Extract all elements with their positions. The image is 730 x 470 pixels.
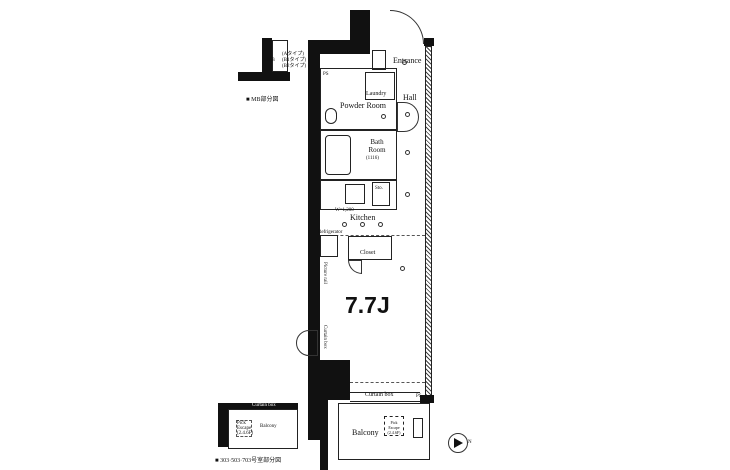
inset-balcony-label: Balcony [260,424,277,429]
closet-door [348,260,362,274]
inset-caption: ■ 303·503·703号室部分図 [215,458,282,464]
inset-wall [218,403,298,409]
kitchen-width: W=1,200 [335,208,354,213]
column [350,10,370,54]
ceiling-line [320,235,425,236]
outdoor-unit [413,418,423,438]
light-icon [405,150,410,155]
bath-room-label: Bath Room [368,138,386,154]
refrigerator-label: Refrigerator [318,230,343,235]
bath-size: (1116) [366,156,379,161]
balcony [338,403,430,460]
entrance-door [390,10,424,44]
light-icon [342,222,347,227]
laundry-label: Laundry [366,91,387,97]
hall-door [397,102,419,132]
storage-label: Sto. [375,186,383,191]
light-icon [402,60,407,65]
balcony-label: Balcony [352,428,379,437]
refrigerator-space [320,235,338,257]
entrance-label: Entrance [393,56,422,65]
kitchen-label: Kitchen [350,213,376,222]
mb-caption: ■ MB部分図 [246,97,279,103]
ps-label: PS [416,394,422,399]
bath-room [320,130,397,180]
column [308,360,350,400]
light-icon [378,222,383,227]
wall-stub [424,38,434,46]
kitchen-counter [320,180,397,210]
inset-escape-hatch: Pick Escape (2.4.6F) [236,420,254,437]
window-door [296,330,318,356]
closet [348,236,392,260]
compass-label: N [468,440,472,445]
bathtub [325,135,351,175]
hall-label: Hall [403,93,417,102]
storage [372,182,390,206]
escape-hatch: Pick Escape (2.4.6F) [384,416,404,436]
mb-type: (B1タイプ) [282,58,307,63]
inset-wall [218,403,228,447]
light-icon [400,266,405,271]
shoe-box [372,50,386,70]
light-icon [405,192,410,197]
mb-wall [238,72,290,81]
ps-label: PS [323,72,329,77]
mb-type: (Aタイプ) [282,52,304,57]
closet-label: Closet [360,250,376,256]
toilet [325,108,337,124]
mb-wall [262,38,272,80]
picture-rail-label: Picture rail [322,262,327,285]
ceiling-line [350,382,425,383]
right-wall [425,46,432,396]
mb-box [272,40,288,72]
inset-balcony [228,409,298,449]
powder-room-label: Powder Room [340,101,386,110]
mb-label: MB [267,58,275,63]
balcony-wall [320,400,328,470]
wall-stub [420,395,434,403]
light-icon [360,222,365,227]
mb-type: (B2タイプ) [282,64,307,69]
light-icon [405,112,410,117]
north-compass-icon [448,433,468,453]
inset-curtain-box: Curtain box [252,403,276,408]
curtain-box-label: Curtain box [365,392,394,398]
curtain-box-vertical: Curtain box [322,325,327,349]
main-room-size: 7.7J [345,292,390,318]
light-icon [381,114,386,119]
sink [345,184,365,204]
powder-room [320,68,397,130]
curtain-box [350,392,420,402]
laundry [365,72,395,100]
